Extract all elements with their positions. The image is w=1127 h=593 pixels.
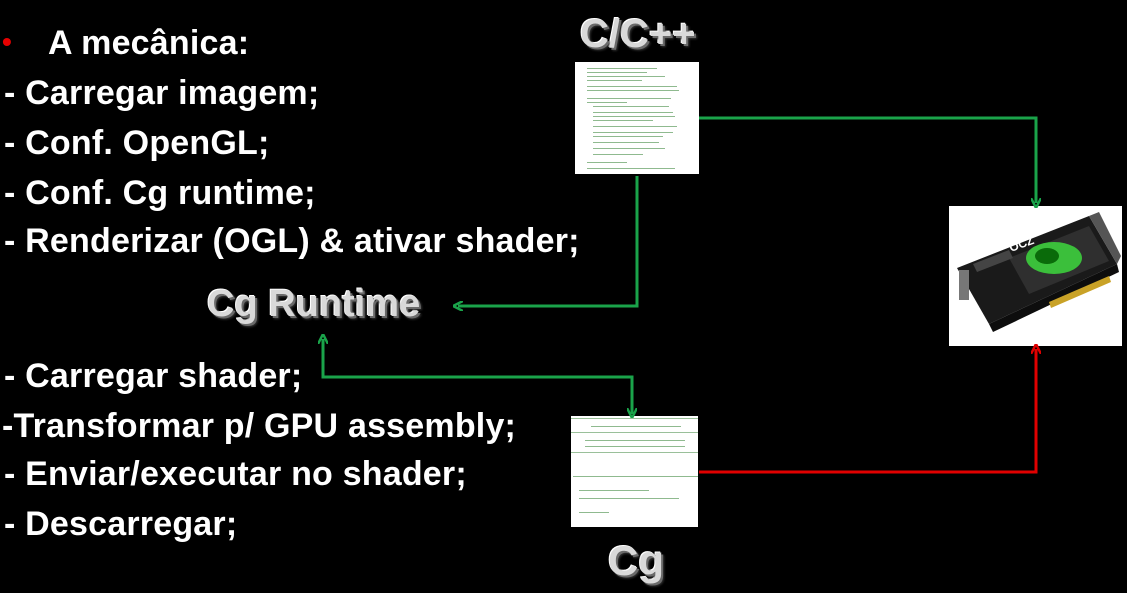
step-send-execute-shader: - Enviar/executar no shader; xyxy=(4,455,467,493)
cpp-code-thumbnail xyxy=(575,62,699,174)
arrow-cpp-to-gpu xyxy=(699,116,1036,203)
step-unload: - Descarregar; xyxy=(4,505,238,543)
arrow-cpp-to-runtime xyxy=(458,176,639,306)
cg-code-thumbnail xyxy=(571,416,698,527)
step-transform-gpu-assembly: -Transformar p/ GPU assembly; xyxy=(2,407,517,445)
arrow-cg-to-gpu xyxy=(699,349,1036,474)
cg-runtime-label: Cg Runtime xyxy=(207,283,421,325)
step-render-activate-shader: - Renderizar (OGL) & ativar shader; xyxy=(4,222,580,260)
cpp-label: C/C++ xyxy=(580,12,696,56)
graphics-card-icon: OCZ xyxy=(957,212,1121,332)
step-config-opengl: - Conf. OpenGL; xyxy=(4,124,270,162)
bullet-dot: • xyxy=(2,26,12,57)
mechanics-title: A mecânica: xyxy=(48,24,250,62)
graphics-card-image: OCZ xyxy=(949,206,1122,346)
step-config-cg-runtime: - Conf. Cg runtime; xyxy=(4,174,316,212)
cg-label: Cg xyxy=(608,537,664,584)
arrow-cg-to-runtime xyxy=(323,339,634,414)
step-load-shader: - Carregar shader; xyxy=(4,357,303,395)
step-load-image: - Carregar imagem; xyxy=(4,74,320,112)
